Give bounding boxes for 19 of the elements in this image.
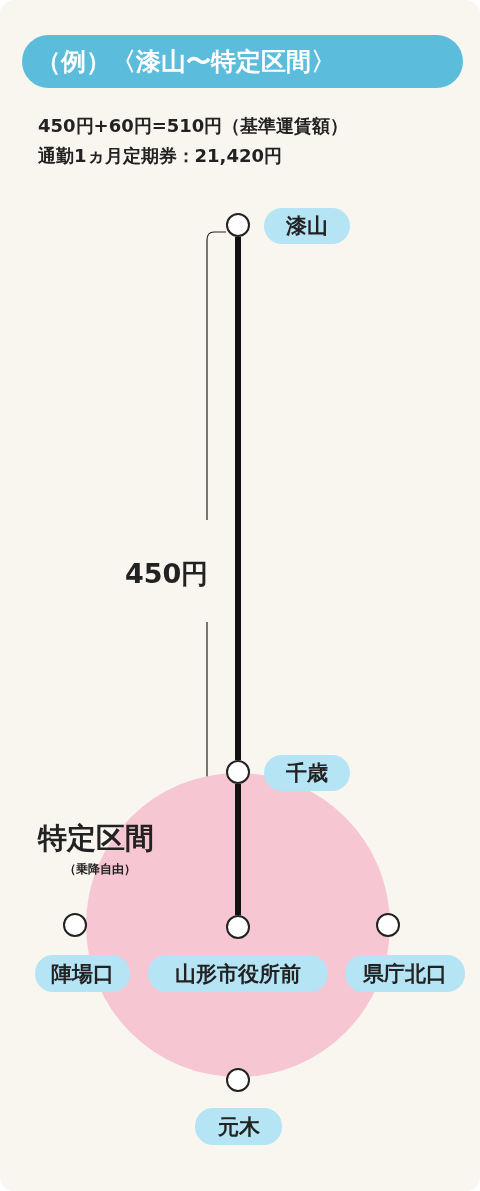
zone-heading: 特定区間 [38,820,154,857]
station-circle [226,1068,250,1092]
station-circle [226,760,250,784]
zone-note: （乗降自由） [64,861,136,878]
station-name: 山形市役所前 [148,955,328,992]
station-circle [376,913,400,937]
fare-label: 450円 [125,557,209,591]
track-line [235,237,241,760]
station-name: 漆山 [264,208,350,244]
station-name: 県庁北口 [345,955,465,992]
fare-note: 450円+60円=510円（基準運賃額） [38,114,349,138]
station-name: 元木 [195,1108,282,1145]
station-name: 陣場口 [35,955,130,992]
title-banner: （例）〈漆山〜特定区間〉 [22,35,463,88]
station-circle [226,213,250,237]
track-line [235,784,241,915]
station-name: 千歳 [264,755,350,791]
fare-note: 通勤1ヵ月定期券：21,420円 [38,144,282,168]
station-circle [63,913,87,937]
